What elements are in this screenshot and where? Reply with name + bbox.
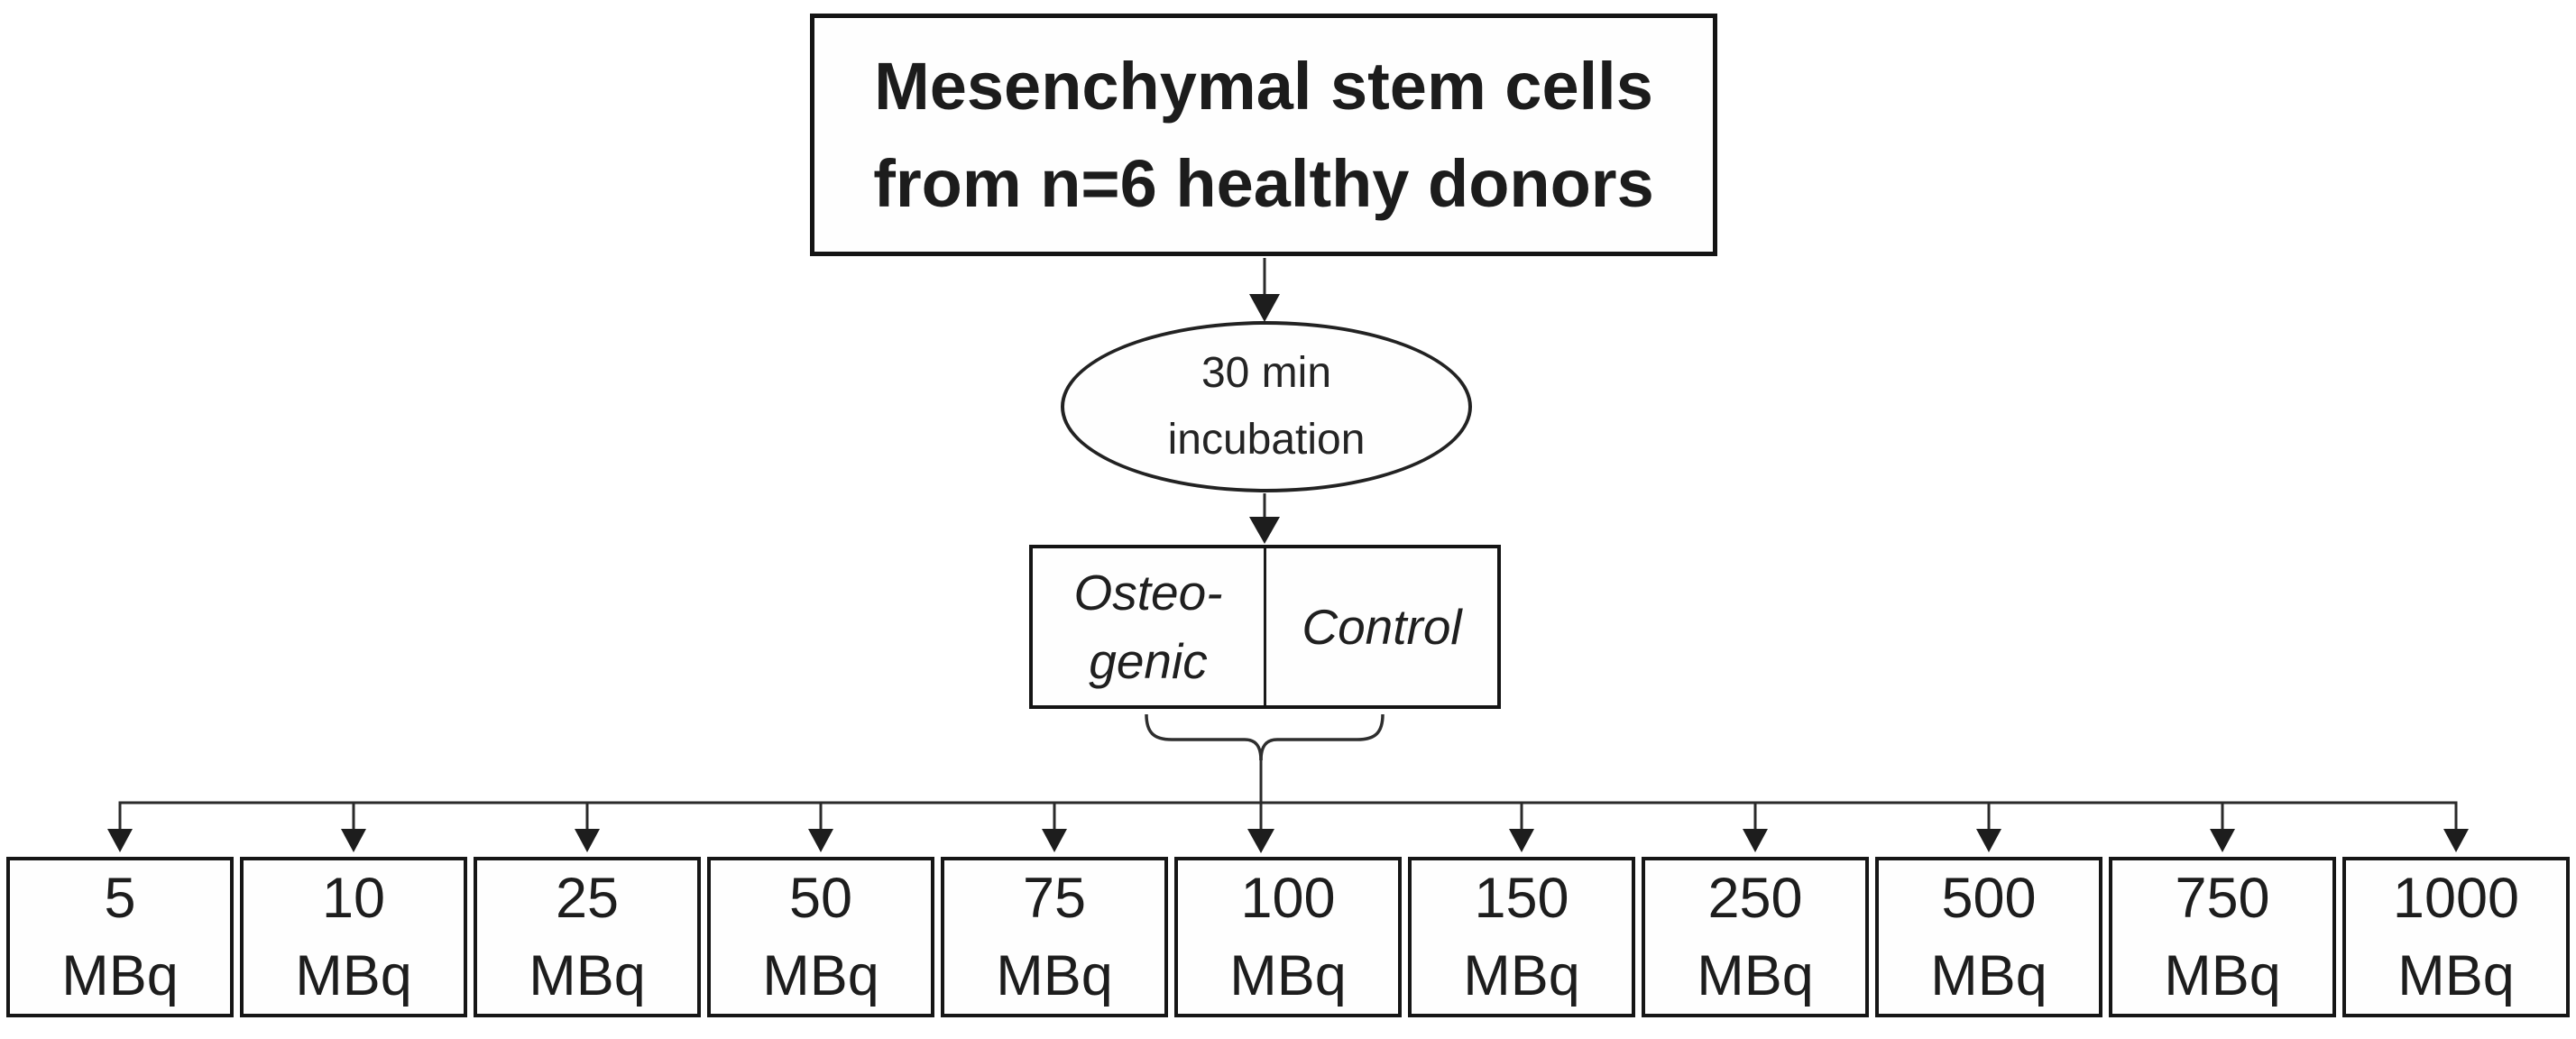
dose-value: 500 xyxy=(1941,867,2037,930)
dose-value: 150 xyxy=(1474,867,1569,930)
dose-box-150mbq: 150 MBq xyxy=(1408,857,1635,1017)
dose-box-50mbq: 50 MBq xyxy=(707,857,934,1017)
arrow-incubation-to-conditions xyxy=(1249,493,1280,544)
dose-value: 1000 xyxy=(2392,867,2520,930)
dose-box-750mbq: 750 MBq xyxy=(2109,857,2336,1017)
incubation-line1: 30 min xyxy=(1201,349,1332,397)
condition-cell-control: Control xyxy=(1264,548,1497,705)
dose-box-1000mbq: 1000 MBq xyxy=(2342,857,2570,1017)
title-box: Mesenchymal stem cells from n=6 healthy … xyxy=(810,14,1717,256)
arrow-title-to-incubation xyxy=(1249,258,1280,322)
dose-unit: MBq xyxy=(295,944,412,1007)
dose-box-250mbq: 250 MBq xyxy=(1642,857,1869,1017)
dose-value: 50 xyxy=(788,867,853,930)
dose-row: 5 MBq 10 MBq 25 MBq 50 MBq 75 MBq 100 MB… xyxy=(0,857,2576,1017)
osteogenic-line1: Osteo- xyxy=(1073,565,1223,621)
brace-conditions xyxy=(1145,713,1385,761)
incubation-ellipse: 30 min incubation xyxy=(1061,321,1472,492)
dose-box-75mbq: 75 MBq xyxy=(941,857,1168,1017)
condition-box: Osteo- genic Control xyxy=(1029,545,1501,709)
dose-box-10mbq: 10 MBq xyxy=(240,857,467,1017)
control-label: Control xyxy=(1302,599,1462,655)
dose-unit: MBq xyxy=(1463,944,1580,1007)
dose-value: 100 xyxy=(1240,867,1336,930)
dose-unit: MBq xyxy=(2397,944,2515,1007)
dose-value: 750 xyxy=(2175,867,2270,930)
dose-unit: MBq xyxy=(61,944,179,1007)
dose-unit: MBq xyxy=(1229,944,1347,1007)
dose-box-100mbq: 100 MBq xyxy=(1174,857,1402,1017)
distribution-line xyxy=(118,801,2458,829)
dose-value: 75 xyxy=(1022,867,1087,930)
dose-unit: MBq xyxy=(2164,944,2281,1007)
dose-box-5mbq: 5 MBq xyxy=(6,857,234,1017)
title-line2: from n=6 healthy donors xyxy=(873,145,1654,221)
dose-box-25mbq: 25 MBq xyxy=(474,857,701,1017)
dose-value: 250 xyxy=(1707,867,1803,930)
dose-box-500mbq: 500 MBq xyxy=(1875,857,2102,1017)
dose-unit: MBq xyxy=(1930,944,2047,1007)
dose-unit: MBq xyxy=(529,944,646,1007)
dose-unit: MBq xyxy=(1697,944,1814,1007)
incubation-line2: incubation xyxy=(1167,416,1366,464)
dose-value: 25 xyxy=(555,867,620,930)
dose-arrow-shafts xyxy=(352,803,2224,831)
title-line1: Mesenchymal stem cells xyxy=(874,48,1653,124)
arrow-brace-to-dose xyxy=(1247,760,1274,853)
osteogenic-line2: genic xyxy=(1089,633,1208,689)
dose-unit: MBq xyxy=(996,944,1113,1007)
dose-arrow-heads xyxy=(107,829,2469,852)
dose-unit: MBq xyxy=(762,944,879,1007)
dose-value: 10 xyxy=(321,867,386,930)
condition-cell-osteogenic: Osteo- genic xyxy=(1033,548,1264,705)
dose-value: 5 xyxy=(104,867,136,930)
